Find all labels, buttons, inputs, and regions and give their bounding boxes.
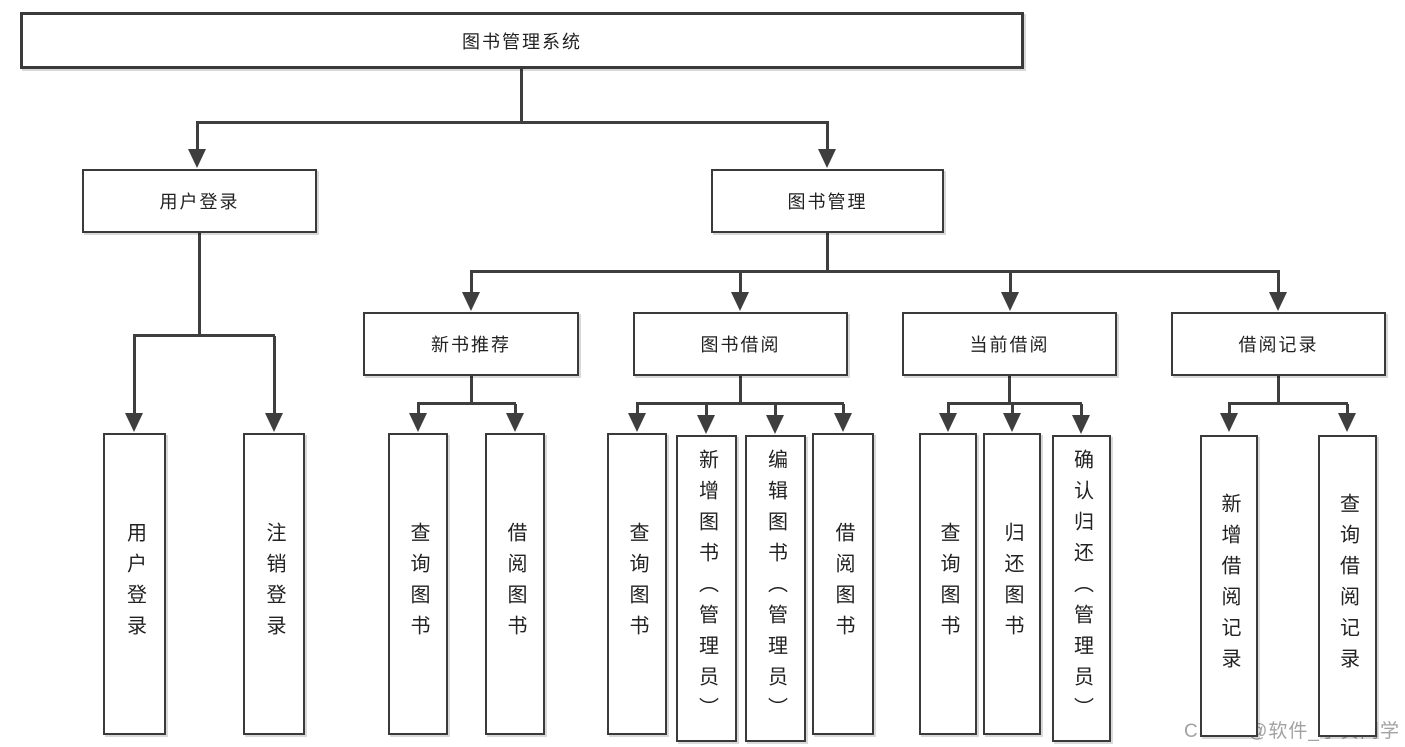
- arrow-down-icon: [188, 149, 206, 168]
- node-leaf-query-books-recommend: 查询图书: [388, 433, 448, 735]
- arrow-down-icon: [1220, 413, 1238, 432]
- node-label-leaf-edit-books-admin: 编辑图书（管理员）: [764, 449, 787, 728]
- connector-line-vertical: [198, 233, 201, 335]
- node-label-book-management: 图书管理: [787, 192, 868, 212]
- node-leaf-borrow-books: 借阅图书: [812, 433, 874, 735]
- arrow-down-icon: [1003, 413, 1021, 432]
- connector-line-vertical: [1008, 376, 1011, 404]
- node-leaf-logout: 注销登录: [243, 433, 305, 735]
- connector-line-vertical: [1010, 404, 1014, 415]
- arrow-down-icon: [506, 413, 524, 432]
- connector-line-vertical: [841, 404, 845, 415]
- node-user-login: 用户登录: [82, 169, 317, 233]
- node-label-leaf-confirm-return-admin: 确认归还（管理员）: [1070, 449, 1093, 728]
- arrow-down-icon: [731, 292, 749, 311]
- node-current-borrow: 当前借阅: [902, 312, 1117, 376]
- connector-line-vertical: [1227, 404, 1231, 415]
- node-label-borrow-records: 借阅记录: [1238, 335, 1319, 355]
- node-leaf-user-login: 用户登录: [103, 433, 166, 735]
- connector-line-vertical: [635, 404, 639, 415]
- arrow-down-icon: [818, 149, 836, 168]
- connector-line-vertical: [132, 336, 136, 415]
- connector-line-vertical: [1079, 404, 1083, 417]
- connector-line-horizontal: [417, 402, 516, 405]
- arrow-down-icon: [1001, 292, 1019, 311]
- node-leaf-query-books-current: 查询图书: [919, 433, 977, 735]
- node-label-new-book-recommend: 新书推荐: [431, 335, 511, 355]
- node-new-book-recommend: 新书推荐: [363, 312, 579, 376]
- connector-line-horizontal: [636, 402, 844, 405]
- connector-line-vertical: [469, 272, 473, 294]
- arrow-down-icon: [265, 413, 283, 432]
- connector-line-vertical: [826, 233, 829, 272]
- node-label-user-login: 用户登录: [159, 192, 240, 212]
- connector-line-horizontal: [947, 402, 1082, 405]
- node-label-leaf-query-books-current: 查询图书: [937, 522, 959, 646]
- arrow-down-icon: [409, 413, 427, 432]
- node-leaf-confirm-return-admin: 确认归还（管理员）: [1052, 435, 1111, 742]
- arrow-down-icon: [125, 413, 143, 432]
- connector-line-vertical: [272, 336, 276, 415]
- node-label-leaf-query-books-borrow: 查询图书: [626, 522, 648, 646]
- node-label-leaf-user-login: 用户登录: [123, 522, 146, 646]
- node-leaf-query-books-borrow: 查询图书: [607, 433, 667, 735]
- connector-line-horizontal: [470, 270, 1280, 273]
- node-leaf-edit-books-admin: 编辑图书（管理员）: [745, 435, 806, 742]
- connector-line-vertical: [739, 376, 742, 404]
- connector-line-vertical: [825, 121, 829, 151]
- node-label-current-borrow: 当前借阅: [969, 335, 1050, 355]
- connector-line-vertical: [195, 121, 199, 151]
- node-label-leaf-return-books: 归还图书: [1001, 522, 1023, 646]
- node-leaf-add-books-admin: 新增图书（管理员）: [676, 435, 737, 742]
- connector-line-vertical: [946, 404, 950, 415]
- connector-line-vertical: [704, 404, 708, 417]
- connector-line-vertical: [1345, 404, 1349, 415]
- connector-line-horizontal: [196, 121, 829, 124]
- connector-line-vertical: [738, 272, 742, 294]
- node-label-book-borrow: 图书借阅: [700, 335, 781, 355]
- connector-line-vertical: [513, 404, 517, 415]
- node-label-leaf-borrow-books-recommend: 借阅图书: [504, 522, 526, 646]
- arrow-down-icon: [766, 415, 784, 434]
- node-label-leaf-add-borrow-record: 新增借阅记录: [1218, 493, 1240, 679]
- connector-line-vertical: [773, 404, 777, 417]
- connector-line-vertical: [520, 69, 523, 121]
- connector-line-vertical: [1277, 376, 1280, 404]
- connector-line-horizontal: [1228, 402, 1348, 405]
- node-leaf-query-borrow-record: 查询借阅记录: [1318, 435, 1377, 737]
- connector-line-vertical: [470, 376, 473, 404]
- arrow-down-icon: [834, 413, 852, 432]
- arrow-down-icon: [697, 415, 715, 434]
- arrow-down-icon: [1338, 413, 1356, 432]
- node-book-borrow: 图书借阅: [633, 312, 848, 376]
- node-leaf-return-books: 归还图书: [983, 433, 1041, 735]
- connector-line-vertical: [1276, 272, 1280, 294]
- node-label-book-management-system: 图书管理系统: [462, 31, 582, 52]
- node-label-leaf-borrow-books: 借阅图书: [832, 522, 854, 646]
- node-leaf-borrow-books-recommend: 借阅图书: [485, 433, 545, 735]
- arrow-down-icon: [1072, 415, 1090, 434]
- connector-line-vertical: [416, 404, 420, 415]
- arrow-down-icon: [462, 292, 480, 311]
- node-book-management-system: 图书管理系统: [20, 12, 1024, 69]
- connector-line-horizontal: [133, 334, 275, 337]
- node-label-leaf-query-books-recommend: 查询图书: [407, 522, 429, 646]
- node-borrow-records: 借阅记录: [1171, 312, 1386, 376]
- arrow-down-icon: [939, 413, 957, 432]
- node-label-leaf-query-borrow-record: 查询借阅记录: [1336, 493, 1359, 679]
- node-book-management: 图书管理: [711, 169, 944, 233]
- connector-line-vertical: [1008, 272, 1012, 294]
- node-leaf-add-borrow-record: 新增借阅记录: [1200, 435, 1258, 737]
- arrow-down-icon: [628, 413, 646, 432]
- node-label-leaf-logout: 注销登录: [263, 522, 285, 646]
- arrow-down-icon: [1269, 292, 1287, 311]
- node-label-leaf-add-books-admin: 新增图书（管理员）: [695, 449, 718, 728]
